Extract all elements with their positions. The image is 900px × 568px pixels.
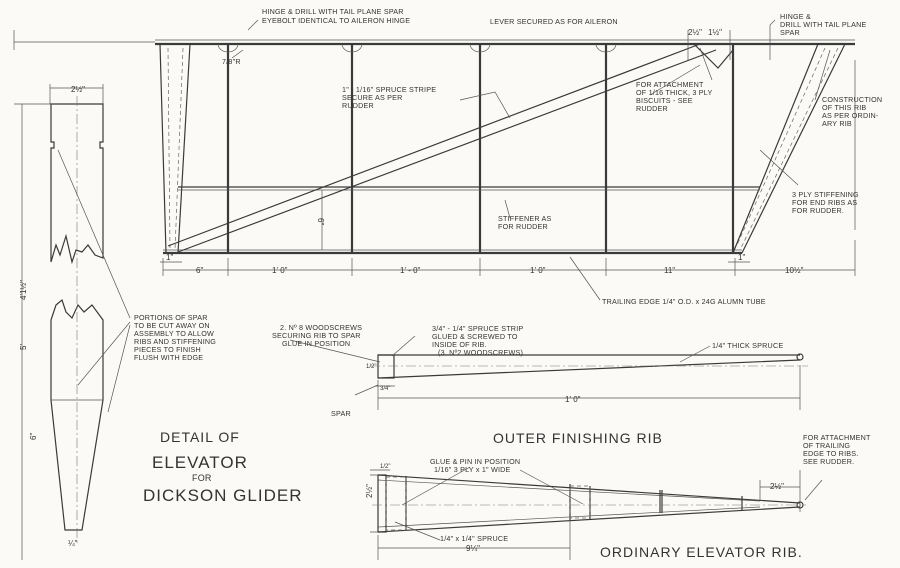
span-dim: 10½"	[785, 266, 804, 275]
note-hinge-right: SPAR	[780, 28, 800, 37]
note-strip: 3/4" - 1/4" SPRUCE STRIP	[432, 324, 523, 333]
note-spar-label: SPAR	[331, 409, 351, 418]
note-attachment: RUDDER	[636, 104, 668, 113]
note-hinge-left: HINGE & DRILL WITH TAIL PLANE SPAR	[262, 7, 404, 16]
note-stiffening: FOR RUDDER.	[792, 206, 844, 215]
note-strip: RUDDER	[342, 101, 374, 110]
note-construction: CONSTRUCTION	[822, 95, 882, 104]
ordinary-rib-height: 2½"	[365, 484, 374, 498]
note-construction: OF THIS RIB	[822, 103, 866, 112]
note-attachment: BISCUITS - SEE	[636, 96, 693, 105]
note-glue: 1/16" 3 PLY x 1" WIDE	[434, 465, 511, 474]
title-line: DICKSON GLIDER	[143, 486, 302, 505]
note-strip: INSIDE OF RIB.	[432, 340, 487, 349]
note-stiffener: FOR RUDDER	[498, 222, 548, 231]
outer-rib-spar	[377, 354, 395, 379]
leader-lines	[231, 19, 831, 301]
ordinary-rib-front: 1/2"	[380, 464, 390, 470]
note-strip: (3. Nº2 WOODSCREWS)	[438, 348, 523, 357]
outer-rib-length: 1' 0"	[565, 395, 581, 404]
spar-total-dim: 4'1½"	[19, 280, 28, 300]
note-screws: GLUE IN POSITION	[282, 339, 350, 348]
end-left-dim: 1"	[166, 253, 173, 262]
lever-dim-b: 1½"	[708, 28, 722, 37]
elevator-plan: 2½" 1½" 6" 1" 1" 6" 1' 0" 1' - 0" 1' 0" …	[13, 7, 882, 306]
outer-rib-leaders	[289, 335, 711, 396]
height-dim: 6"	[316, 218, 325, 225]
outer-rib-outline	[377, 354, 801, 379]
note-strip: 1" - 1/16" SPRUCE STRIPE	[342, 85, 436, 94]
note-trailing-edge: TRAILING EDGE 1/4" O.D. x 24G ALUMN TUBE	[602, 297, 766, 306]
ordinary-rib-spar	[377, 474, 387, 533]
note-attach-trailing: SEE RUDDER.	[803, 457, 854, 466]
rib-biscuits	[217, 43, 617, 53]
span-dim: 6"	[196, 266, 203, 275]
note-attach-trailing: EDGE TO RIBS.	[803, 449, 858, 458]
ordinary-rib-tail: 2½"	[770, 482, 784, 491]
ordinary-rib-outline	[377, 474, 801, 533]
end-right-dim: 1"	[738, 253, 745, 262]
spar-tip-dim: ¼"	[68, 539, 78, 548]
note-spruce: 1/4" x 1/4" SPRUCE	[440, 534, 508, 543]
note-lever: LEVER SECURED AS FOR AILERON	[490, 17, 618, 26]
note-attachment: FOR ATTACHMENT	[636, 80, 704, 89]
outer-rib-title: OUTER FINISHING RIB	[493, 430, 663, 446]
outer-rib-spar-width: 3/4"	[380, 386, 390, 392]
spar-detail: 2½" 4'1½" 5' 6" ¼" PORTIONS OF SPAR TO B…	[14, 84, 216, 560]
diagonal-spruce-strip	[167, 43, 717, 253]
span-dim: 11"	[664, 266, 675, 275]
drawing-title: DETAIL OF ELEVATOR FOR DICKSON GLIDER	[143, 429, 302, 505]
ordinary-rib-length: 9¼"	[466, 544, 480, 553]
note-spar: FLUSH WITH EDGE	[134, 353, 203, 362]
note-strip: SECURE AS PER	[342, 93, 403, 102]
outer-rib-height: 1/2"	[366, 364, 376, 370]
spar-lower-dim: 6"	[29, 433, 38, 440]
spar-leader-lines	[57, 149, 131, 413]
note-stiffening: 3 PLY STIFFENING	[792, 190, 859, 199]
title-line: FOR	[192, 473, 212, 483]
note-thick: 1/4" THICK SPRUCE	[712, 341, 783, 350]
note-spar: PIECES TO FINISH	[134, 345, 201, 354]
right-end-rib	[732, 43, 846, 254]
note-strip: GLUED & SCREWED TO	[432, 332, 518, 341]
note-construction: ARY RIB	[822, 119, 852, 128]
note-hinge-left: EYEBOLT IDENTICAL TO AILERON HINGE	[262, 16, 410, 25]
note-radius: 7/8"R	[222, 57, 241, 66]
note-stiffener: STIFFENER AS	[498, 214, 552, 223]
outer-finishing-rib: 2. Nº 8 WOODSCREWS SECURING RIB TO SPAR …	[272, 323, 808, 446]
spar-width-dim: 2½"	[71, 85, 85, 94]
ordinary-rib-title: ORDINARY ELEVATOR RIB.	[600, 544, 803, 560]
note-hinge-right: HINGE &	[780, 12, 811, 21]
spar-mid-dim: 5'	[19, 344, 28, 350]
ordinary-rib-leaders	[394, 466, 823, 541]
note-screws: 2. Nº 8 WOODSCREWS	[280, 323, 362, 332]
note-stiffening: FOR END RIBS AS	[792, 198, 857, 207]
title-line: DETAIL OF	[160, 429, 240, 445]
ribs	[226, 44, 735, 253]
title-line: ELEVATOR	[152, 453, 248, 472]
note-attach-trailing: FOR ATTACHMENT	[803, 433, 871, 442]
note-spar: TO BE CUT AWAY ON	[134, 321, 210, 330]
note-hinge-right: DRILL WITH TAIL PLANE	[780, 20, 866, 29]
note-spar: RIBS AND STIFFENING	[134, 337, 216, 346]
span-dim: 1' 0"	[272, 266, 288, 275]
spar-upper	[50, 103, 104, 265]
lever	[693, 43, 734, 69]
note-construction: AS PER ORDIN-	[822, 111, 879, 120]
span-dim: 1' 0"	[530, 266, 546, 275]
note-attachment: OF 1/16 THICK, 3 PLY	[636, 88, 712, 97]
left-end-rib	[159, 43, 191, 254]
note-spar: ASSEMBLY TO ALLOW	[134, 329, 214, 338]
span-dim: 1' - 0"	[400, 266, 421, 275]
note-attach-trailing: OF TRAILING	[803, 441, 850, 450]
note-spar: PORTIONS OF SPAR	[134, 313, 208, 322]
note-screws: SECURING RIB TO SPAR	[272, 331, 361, 340]
spar-lower	[50, 298, 104, 531]
ordinary-elevator-rib: GLUE & PIN IN POSITION 1/16" 3 PLY x 1" …	[365, 433, 871, 560]
note-glue: GLUE & PIN IN POSITION	[430, 457, 520, 466]
lever-dim-a: 2½"	[688, 28, 702, 37]
